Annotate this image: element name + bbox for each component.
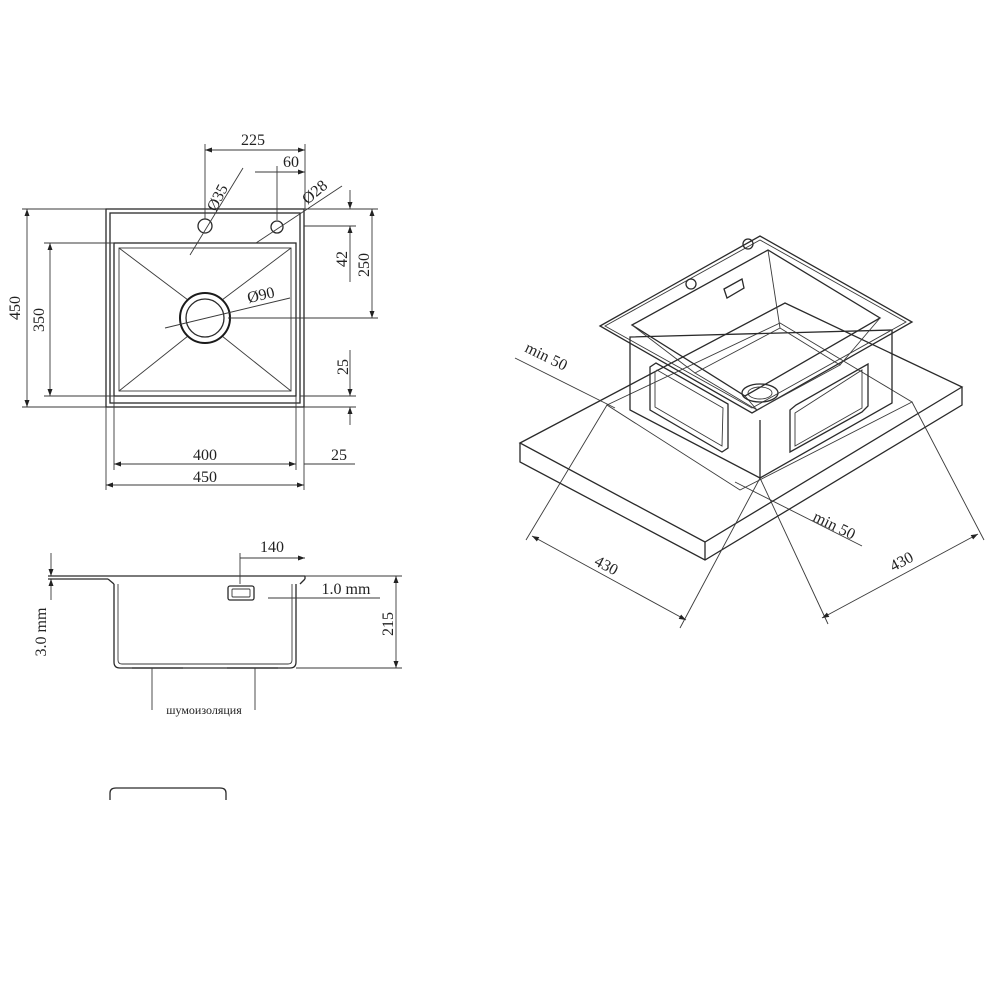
bowl-outline xyxy=(113,242,297,397)
dim-140: 140 xyxy=(260,539,284,556)
sink-rim-outline xyxy=(109,212,301,404)
dim-42: 42 xyxy=(334,251,351,267)
insulation-pad-right xyxy=(789,362,869,454)
dim-3mm: 3.0 mm xyxy=(33,607,50,656)
sink-body xyxy=(629,329,893,479)
sink-rim xyxy=(598,235,914,414)
bowl-corner-lines xyxy=(118,247,292,392)
iso-drain xyxy=(741,383,779,403)
dim-d28: Ø28 xyxy=(299,177,331,208)
dim-25-horizontal: 25 xyxy=(331,447,347,464)
bowl-profile xyxy=(113,584,297,669)
dim-min50-left: min 50 xyxy=(522,339,570,374)
side-view: 140 1.0 mm 215 3.0 mm шумоизоляция xyxy=(33,539,402,717)
dim-250: 250 xyxy=(356,253,373,277)
dim-60: 60 xyxy=(283,154,299,171)
dim-430-right: 430 xyxy=(887,549,916,575)
profile-fragment xyxy=(109,787,227,800)
insulation-pad-left xyxy=(649,362,729,453)
dim-225: 225 xyxy=(241,132,265,149)
dim-25-vertical: 25 xyxy=(335,359,352,375)
dim-350: 350 xyxy=(31,308,48,332)
dim-d90: Ø90 xyxy=(246,284,277,307)
overflow-slot xyxy=(227,585,255,601)
dim-450-vertical: 450 xyxy=(7,296,24,320)
iso-tap-hole xyxy=(742,238,754,250)
bowl-inner-outline xyxy=(118,247,292,392)
tap-hole-28 xyxy=(270,220,284,234)
dim-430-left: 430 xyxy=(592,553,621,579)
dim-215: 215 xyxy=(380,612,397,636)
iso-view: min 50 min 50 430 430 xyxy=(514,235,985,629)
bowl-opening xyxy=(630,249,882,397)
drain-inner xyxy=(185,298,225,338)
insulation-label: шумоизоляция xyxy=(166,703,242,717)
iso-overflow xyxy=(723,278,745,299)
dim-450-horizontal: 450 xyxy=(193,469,217,486)
iso-tap-hole-2 xyxy=(685,278,697,290)
dim-400: 400 xyxy=(193,447,217,464)
dim-1mm: 1.0 mm xyxy=(322,581,371,598)
top-view: 225 60 Ø35 Ø28 450 350 42 250 Ø90 xyxy=(7,132,378,490)
countertop-top xyxy=(518,302,964,543)
dim-min50-right: min 50 xyxy=(810,508,858,543)
